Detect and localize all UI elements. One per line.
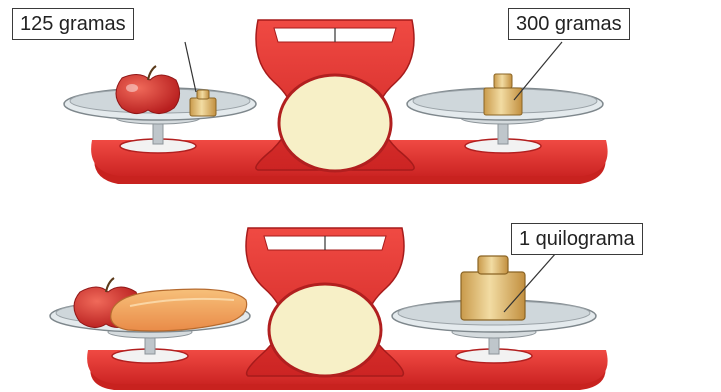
bottom-scale <box>49 227 608 390</box>
scale-body <box>255 19 415 173</box>
weight-label-1kg: 1 quilograma <box>511 223 643 255</box>
weight-icon <box>483 41 563 116</box>
weight-label-300g: 300 gramas <box>508 8 630 40</box>
top-scale <box>63 19 608 184</box>
weight-icon <box>184 41 217 117</box>
weight-label-125g: 125 gramas <box>12 8 134 40</box>
scale-body <box>245 227 405 378</box>
papaya-icon <box>110 288 248 332</box>
weight-icon <box>460 252 557 321</box>
apple-icon <box>115 65 180 114</box>
dial <box>277 73 393 173</box>
dial <box>267 282 383 378</box>
